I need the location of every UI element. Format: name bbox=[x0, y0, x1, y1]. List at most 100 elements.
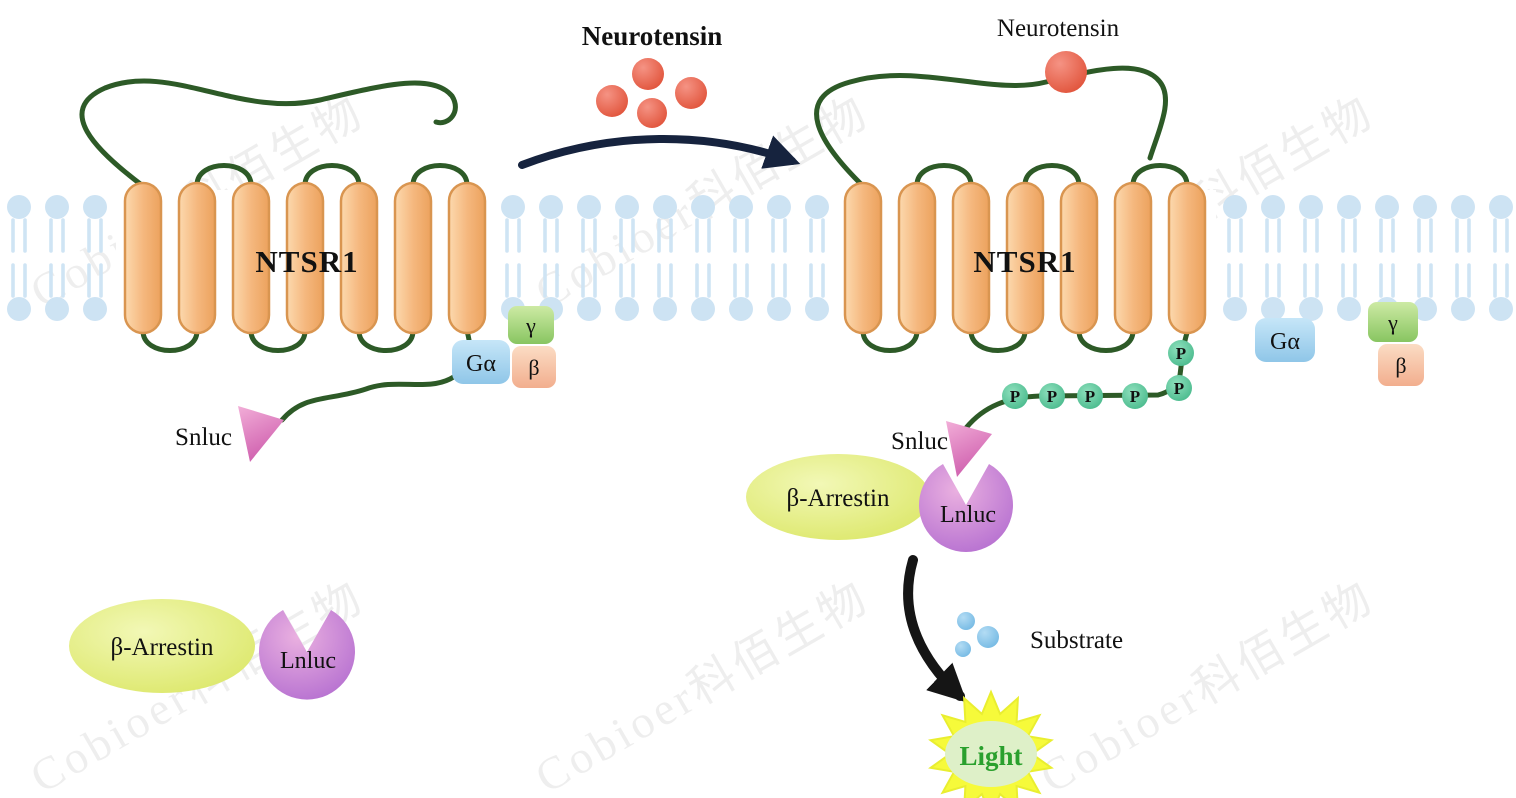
extracellular-loop bbox=[1022, 163, 1082, 188]
luminescence-arrow bbox=[903, 555, 967, 703]
watermark-text: Cobioer科佰生物 bbox=[527, 570, 878, 798]
neurotensin-molecule bbox=[637, 98, 667, 128]
phospho-site bbox=[1168, 340, 1194, 366]
light-glow bbox=[945, 721, 1037, 787]
phosphorylation-sites: P P P P P P bbox=[1002, 340, 1194, 409]
phospho-label: P bbox=[1176, 344, 1186, 363]
intracellular-loop bbox=[356, 328, 416, 353]
n-terminus-loop bbox=[79, 78, 458, 189]
g-alpha-label: Gα bbox=[466, 351, 496, 377]
right-tm-helices bbox=[843, 181, 1207, 335]
tm-helix bbox=[1059, 181, 1099, 335]
tm-helix bbox=[231, 181, 271, 335]
phospho-label: P bbox=[1174, 379, 1184, 398]
intracellular-loop bbox=[860, 328, 920, 353]
phospho-site bbox=[1077, 383, 1103, 409]
receptor-name-label: NTSR1 bbox=[973, 244, 1076, 279]
right-active-receptor: NTSR1 Neurotensin bbox=[814, 15, 1207, 431]
extracellular-loop bbox=[410, 163, 470, 188]
phospho-labels: P P P P P P bbox=[1010, 344, 1186, 406]
neurotensin-molecule bbox=[596, 85, 628, 117]
right-arrestin-complex: β-Arrestin Lnluc Snluc bbox=[746, 421, 1014, 552]
tm-helix bbox=[285, 181, 325, 335]
phospho-site bbox=[1002, 383, 1028, 409]
right-g-protein-dissociated: Gα γ β bbox=[1255, 302, 1424, 386]
tm-helix bbox=[1167, 181, 1207, 335]
intracellular-loop bbox=[968, 328, 1028, 353]
phospho-label: P bbox=[1130, 387, 1140, 406]
extracellular-loop bbox=[194, 163, 254, 188]
snluc-label: Snluc bbox=[891, 428, 948, 455]
c-terminus-phospho-tail bbox=[963, 330, 1190, 431]
light-label: Light bbox=[959, 741, 1022, 771]
g-alpha-subunit bbox=[1255, 318, 1315, 362]
beta-arrestin-body bbox=[746, 454, 930, 540]
extracellular-loop bbox=[914, 163, 974, 188]
beta-arrestin-label: β-Arrestin bbox=[787, 485, 890, 512]
g-gamma-label: γ bbox=[1387, 310, 1398, 335]
tm-helix bbox=[1113, 181, 1153, 335]
left-snluc-tag: Snluc bbox=[175, 406, 284, 462]
substrate-molecule bbox=[955, 641, 971, 657]
light-output: Light bbox=[928, 689, 1054, 798]
beta-arrestin-body bbox=[69, 599, 255, 693]
neurotensin-molecule bbox=[632, 58, 664, 90]
left-g-protein: Gα γ β bbox=[452, 306, 556, 388]
phospho-circles bbox=[1002, 340, 1194, 409]
lnluc-label: Lnluc bbox=[280, 648, 336, 674]
activation-arrow bbox=[518, 134, 801, 169]
tm-helix bbox=[1005, 181, 1045, 335]
beta-arrestin-label: β-Arrestin bbox=[111, 634, 214, 661]
tm-helix bbox=[843, 181, 883, 335]
extracellular-loop bbox=[1130, 163, 1190, 188]
center-ligand-group: Neurotensin bbox=[518, 21, 801, 169]
g-beta-subunit bbox=[1378, 344, 1424, 386]
g-alpha-label: Gα bbox=[1270, 329, 1300, 355]
neurotensin-label: Neurotensin bbox=[582, 21, 723, 51]
left-arrestin-complex: β-Arrestin Lnluc bbox=[69, 599, 355, 700]
g-alpha-subunit bbox=[452, 340, 510, 384]
phospho-label: P bbox=[1010, 387, 1020, 406]
phospho-label: P bbox=[1047, 387, 1057, 406]
tm-helix bbox=[897, 181, 937, 335]
left-tm-helices bbox=[123, 181, 487, 335]
c-terminus-tail bbox=[279, 328, 473, 423]
watermark-text: Cobioer科佰生物 bbox=[1032, 570, 1383, 798]
lnluc-pacman bbox=[919, 464, 1014, 552]
tm-helix bbox=[177, 181, 217, 335]
tm-helix bbox=[393, 181, 433, 335]
phospho-site bbox=[1122, 383, 1148, 409]
phospho-label: P bbox=[1085, 387, 1095, 406]
neurotensin-label: Neurotensin bbox=[997, 15, 1120, 42]
intracellular-loop bbox=[140, 328, 200, 353]
neurotensin-molecule bbox=[675, 77, 707, 109]
extracellular-loop bbox=[302, 163, 362, 188]
intracellular-loop bbox=[248, 328, 308, 353]
substrate-group: Substrate bbox=[955, 612, 1123, 657]
phospho-site bbox=[1166, 375, 1192, 401]
lnluc-pacman bbox=[259, 610, 355, 700]
substrate-label: Substrate bbox=[1030, 627, 1123, 654]
g-gamma-label: γ bbox=[525, 313, 536, 338]
g-beta-subunit bbox=[512, 346, 556, 388]
g-gamma-subunit bbox=[508, 306, 554, 344]
left-inactive-receptor: NTSR1 bbox=[79, 78, 487, 423]
g-beta-label: β bbox=[1395, 353, 1406, 378]
tm-helix bbox=[447, 181, 487, 335]
tm-helix bbox=[339, 181, 379, 335]
n-terminus-loop bbox=[814, 65, 1169, 189]
snluc-label: Snluc bbox=[175, 424, 232, 451]
snluc-triangle bbox=[238, 406, 284, 462]
substrate-molecule bbox=[977, 626, 999, 648]
substrate-molecule bbox=[957, 612, 975, 630]
intracellular-loop bbox=[1076, 328, 1136, 353]
receptor-name-label: NTSR1 bbox=[255, 244, 358, 279]
lnluc-label: Lnluc bbox=[940, 502, 996, 528]
g-gamma-subunit bbox=[1368, 302, 1418, 342]
g-beta-label: β bbox=[528, 355, 539, 380]
phospho-site bbox=[1039, 383, 1065, 409]
tm-helix bbox=[123, 181, 163, 335]
snluc-triangle bbox=[946, 421, 992, 477]
